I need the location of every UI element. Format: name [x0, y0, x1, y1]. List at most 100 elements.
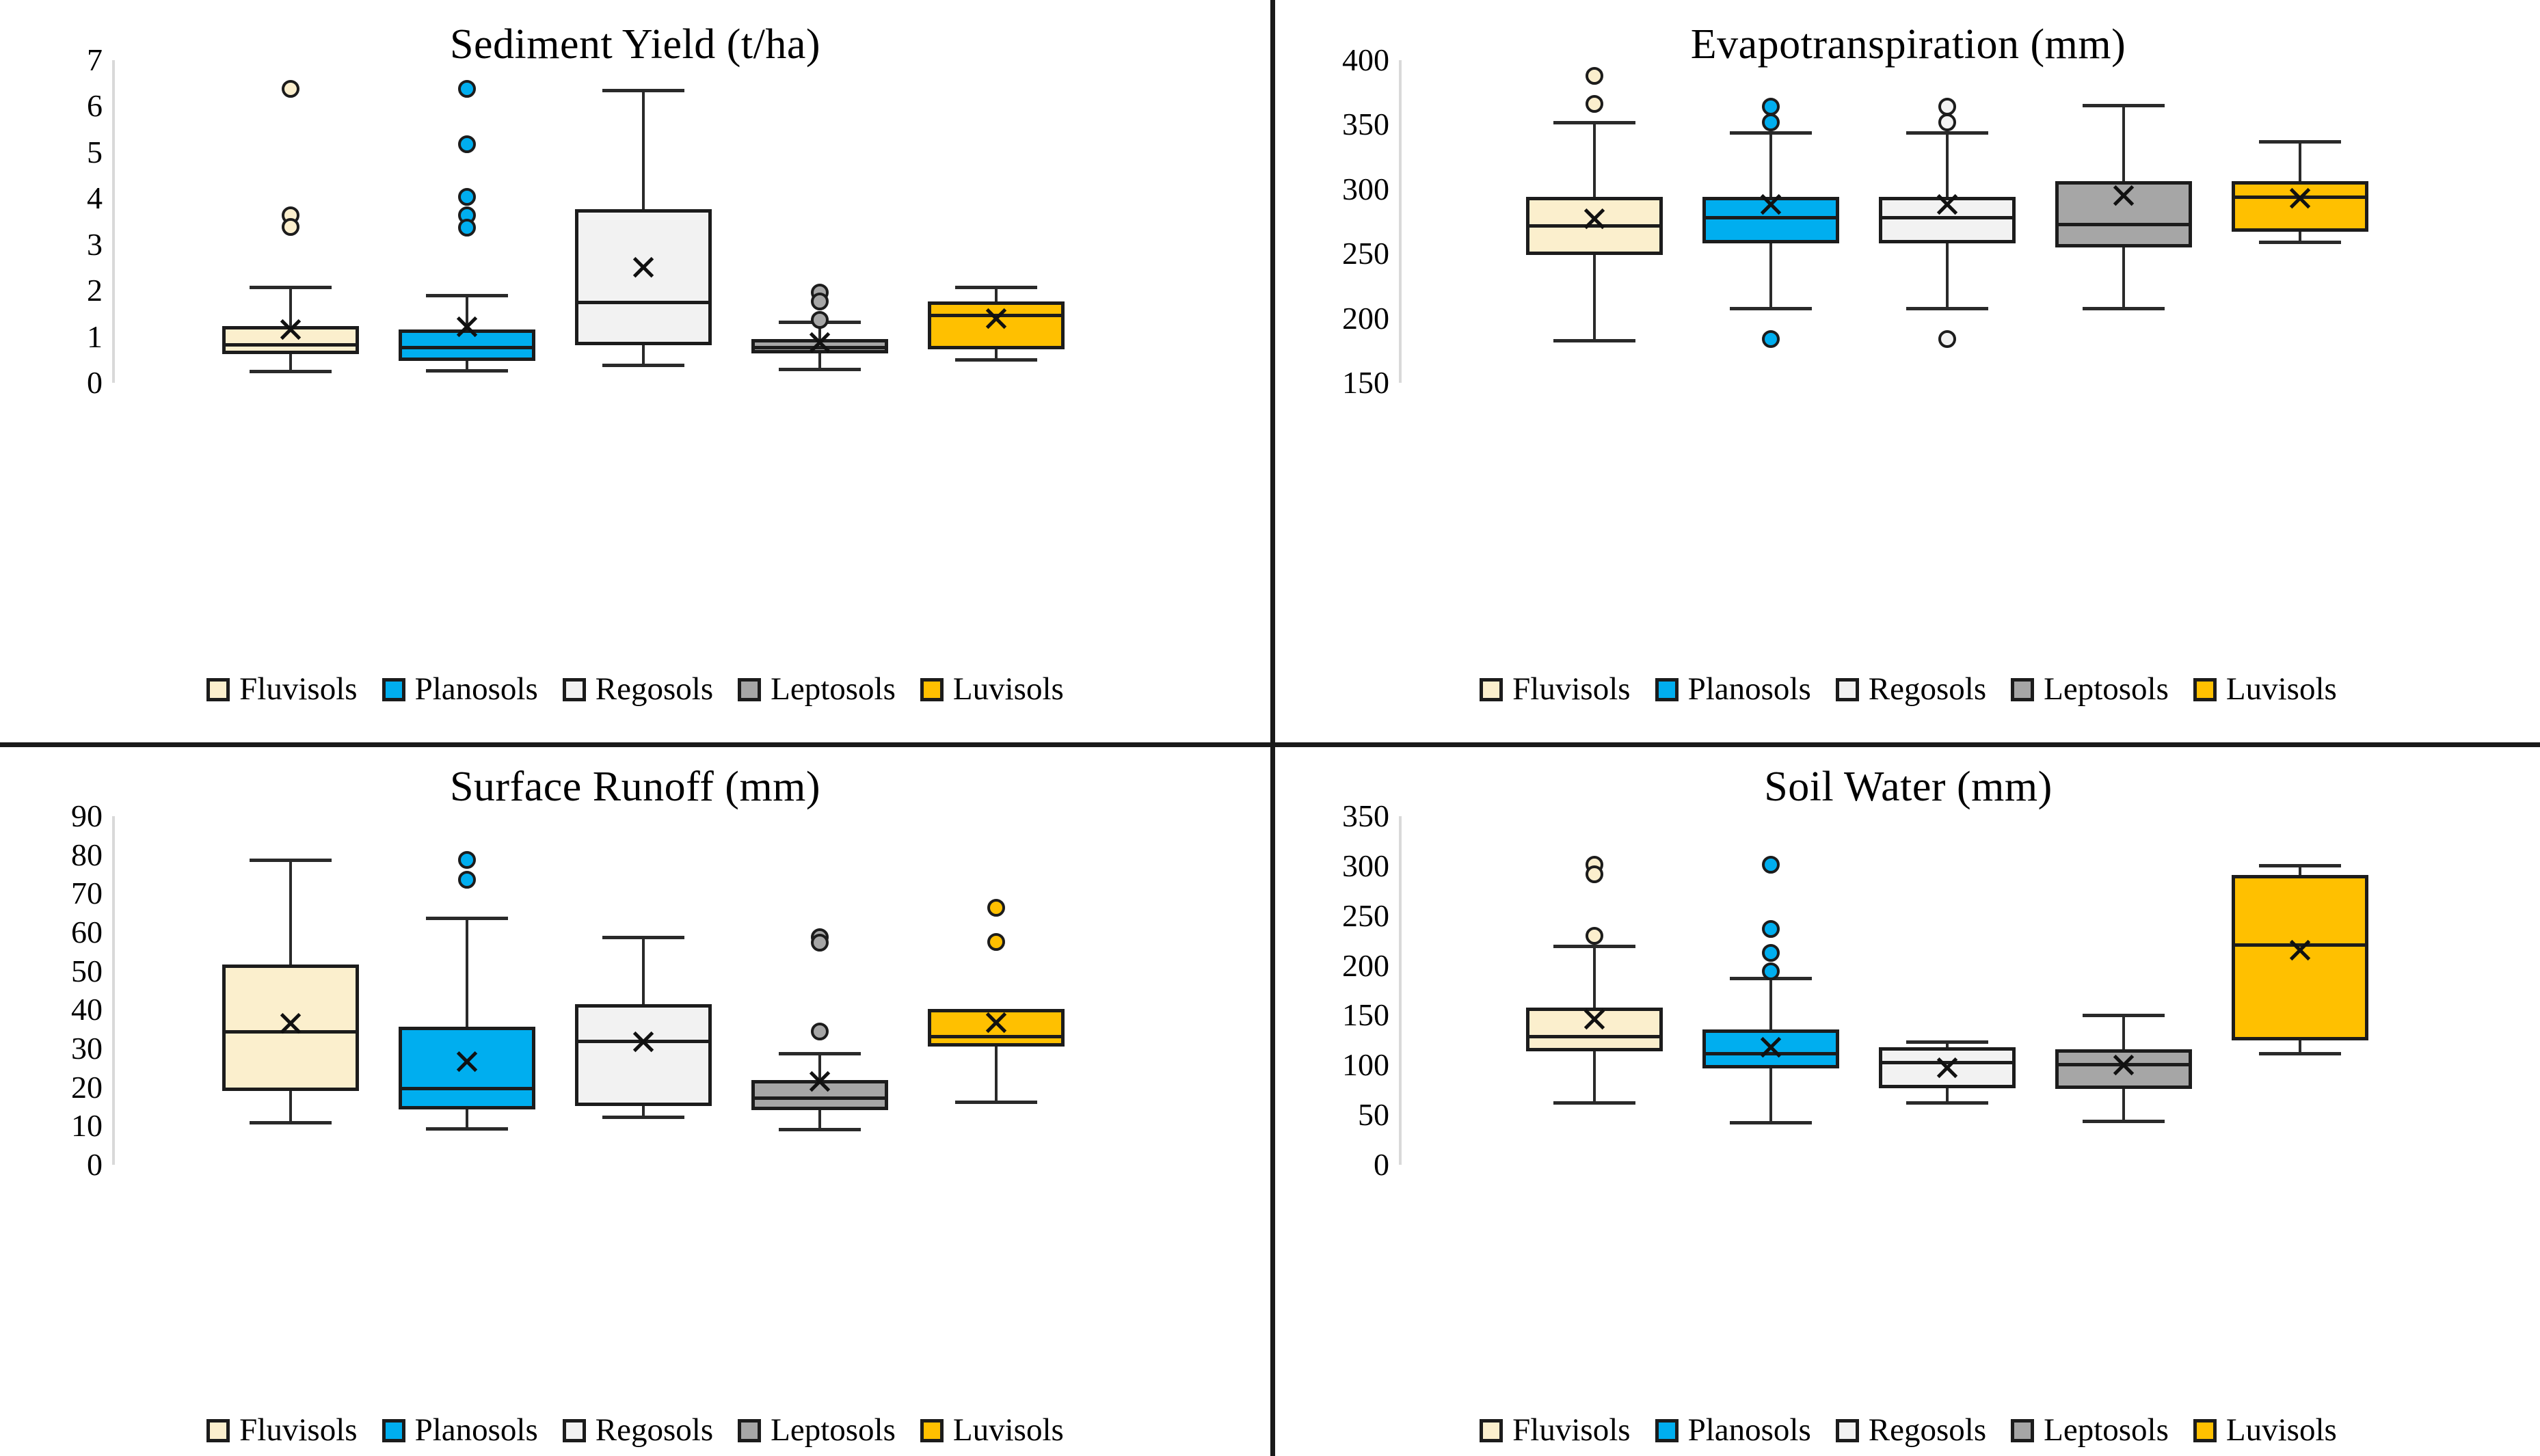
whisker-upper: [818, 1051, 821, 1081]
legend-item-leptosols[interactable]: Leptosols: [2011, 1414, 2169, 1446]
y-axis-tick-label: 2: [87, 273, 103, 308]
legend-swatch-icon: [2193, 1418, 2217, 1442]
median-line: [1879, 1060, 2016, 1064]
whisker-lower: [1593, 1051, 1596, 1101]
median-line: [2055, 1062, 2192, 1066]
y-axis-tick-label: 150: [1342, 365, 1389, 400]
legend-item-luvisols[interactable]: Luvisols: [2193, 1414, 2337, 1446]
box-luvisols[interactable]: [928, 301, 1065, 350]
box-regosols[interactable]: [1879, 197, 2016, 244]
box-luvisols[interactable]: [928, 1008, 1065, 1047]
box-planosols[interactable]: [1702, 1029, 1839, 1068]
legend-item-planosols[interactable]: Planosols: [382, 673, 538, 705]
legend-item-leptosols[interactable]: Leptosols: [738, 673, 896, 705]
box-fluvisols[interactable]: [1526, 1007, 1663, 1051]
whisker-lower: [995, 1046, 998, 1101]
whisker-upper: [466, 293, 468, 330]
legend-item-leptosols[interactable]: Leptosols: [738, 1414, 896, 1446]
whisker-cap-upper: [1906, 131, 1988, 135]
box-regosols[interactable]: [1879, 1047, 2016, 1088]
legend-item-regosols[interactable]: Regosols: [562, 1414, 713, 1446]
box-leptosols[interactable]: [751, 1080, 888, 1110]
legend-item-regosols[interactable]: Regosols: [1835, 1414, 1986, 1446]
legend-item-luvisols[interactable]: Luvisols: [920, 673, 1064, 705]
box-luvisols[interactable]: [2232, 874, 2368, 1040]
legend-item-fluvisols[interactable]: Fluvisols: [1480, 1412, 1631, 1448]
box-fluvisols[interactable]: [222, 326, 359, 355]
outlier-point: [458, 135, 476, 153]
whisker-upper: [1593, 120, 1596, 198]
whisker-cap-upper: [2083, 1013, 2165, 1017]
legend-item-luvisols[interactable]: Luvisols: [2193, 673, 2337, 705]
whisker-lower: [2122, 1089, 2125, 1120]
whisker-lower: [289, 354, 292, 370]
mean-marker-icon: ✕: [276, 311, 306, 351]
legend-item-fluvisols[interactable]: Fluvisols: [1480, 673, 1631, 705]
whisker-lower: [818, 1109, 821, 1128]
y-axis-tick-label: 1: [87, 319, 103, 354]
median-line: [575, 301, 712, 304]
median-line: [2232, 196, 2368, 200]
legend-swatch-icon: [382, 677, 405, 701]
mean-marker-icon: ✕: [2109, 1046, 2139, 1086]
y-axis-tick-label: 90: [71, 798, 103, 833]
legend-item-leptosols[interactable]: Leptosols: [2011, 673, 2169, 705]
legend-label: Fluvisols: [1512, 1412, 1631, 1448]
mean-marker-icon: ✕: [452, 1042, 482, 1083]
legend-item-fluvisols[interactable]: Fluvisols: [206, 1414, 358, 1446]
y-axis-tick-label: 40: [71, 992, 103, 1027]
whisker-cap-upper: [1553, 944, 1635, 948]
box-planosols[interactable]: [1702, 197, 1839, 244]
legend-item-planosols[interactable]: Planosols: [382, 1414, 538, 1446]
legend-swatch-icon: [920, 1418, 944, 1442]
y-axis-tick-label: 250: [1342, 898, 1389, 933]
outlier-point: [1762, 919, 1780, 938]
y-axis-tick-label: 10: [71, 1108, 103, 1144]
mean-marker-icon: ✕: [1579, 200, 1609, 241]
mean-marker-icon: ✕: [1756, 1028, 1786, 1068]
box-fluvisols[interactable]: [222, 965, 359, 1092]
outlier-point: [1586, 926, 1603, 945]
whisker-cap-upper: [1553, 120, 1635, 124]
box-planosols[interactable]: [399, 1027, 535, 1109]
y-axis-tick-label: 7: [87, 42, 103, 77]
y-axis-tick-label: 5: [87, 134, 103, 170]
outlier-point: [1586, 95, 1603, 113]
y-axis-tick-label: 150: [1342, 997, 1389, 1033]
page-title: Soil Water (mm): [1764, 764, 2053, 810]
legend-item-planosols[interactable]: Planosols: [1655, 1414, 1811, 1446]
box-planosols[interactable]: [399, 329, 535, 361]
box-regosols[interactable]: [575, 1004, 712, 1106]
legend-item-planosols[interactable]: Planosols: [1655, 673, 1811, 705]
whisker-upper: [466, 917, 468, 1027]
box-leptosols[interactable]: [2055, 181, 2192, 247]
whisker-cap-lower: [1553, 338, 1635, 342]
whisker-upper: [1769, 131, 1772, 198]
page-title: Sediment Yield (t/ha): [450, 21, 820, 68]
box-leptosols[interactable]: [2055, 1049, 2192, 1090]
whisker-cap-lower: [1730, 306, 1812, 310]
whisker-upper: [2299, 140, 2301, 182]
outlier-point: [1762, 962, 1780, 981]
outlier-point: [811, 311, 829, 329]
legend-item-fluvisols[interactable]: Fluvisols: [206, 673, 358, 705]
whisker-cap-lower: [2259, 1052, 2341, 1056]
mean-marker-icon: ✕: [1932, 186, 1962, 226]
legend-swatch-icon: [1835, 1418, 1859, 1442]
box-luvisols[interactable]: [2232, 181, 2368, 232]
legend-swatch-icon: [206, 1418, 230, 1442]
legend-item-regosols[interactable]: Regosols: [562, 673, 713, 705]
y-axis-line: [112, 60, 115, 383]
outlier-point: [1762, 943, 1780, 962]
outlier-point: [1762, 113, 1780, 131]
box-regosols[interactable]: [575, 208, 712, 345]
page-title: Surface Runoff (mm): [449, 764, 821, 810]
vertical-divider: [1270, 0, 1275, 1456]
mean-marker-icon: ✕: [1756, 186, 1786, 226]
legend-item-regosols[interactable]: Regosols: [1835, 673, 1986, 705]
legend-item-luvisols[interactable]: Luvisols: [920, 1414, 1064, 1446]
whisker-cap-upper: [2259, 140, 2341, 144]
whisker-cap-lower: [426, 1127, 508, 1131]
